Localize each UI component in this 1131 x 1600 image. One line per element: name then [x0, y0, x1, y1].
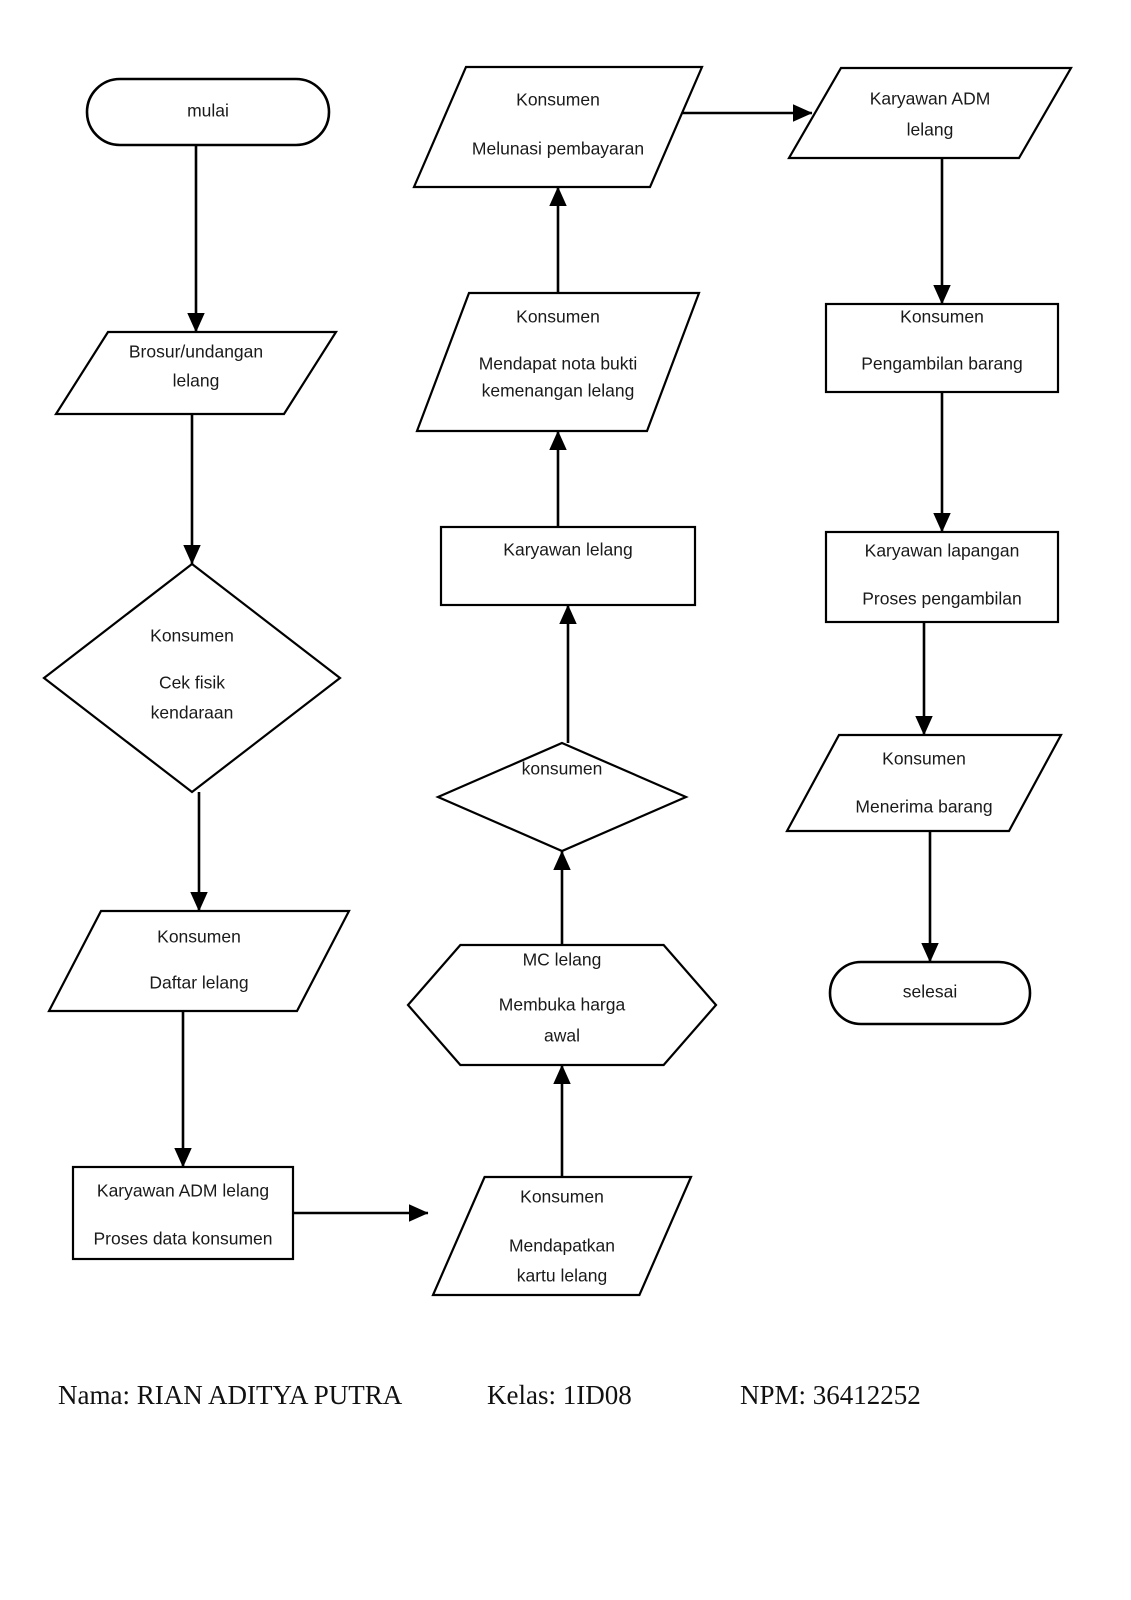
node-brosur: Brosur/undangan lelang — [53, 330, 339, 416]
node-karyawan-adm: Karyawan ADM lelang — [787, 66, 1073, 160]
node-shape-rectangle — [71, 1165, 295, 1261]
node-shape-rectangle — [824, 530, 1060, 624]
node-label: Daftar lelang — [149, 973, 248, 993]
node-label: kendaraan — [151, 703, 234, 723]
node-shape-parallelogram — [47, 909, 351, 1013]
node-label: Karyawan lapangan — [865, 541, 1020, 561]
node-shape-rectangle — [824, 302, 1060, 394]
node-karyawan-lelang: Karyawan lelang — [439, 525, 697, 607]
footer: Nama: RIAN ADITYA PUTRA Kelas: 1ID08 NPM… — [0, 1372, 1131, 1422]
footer-nama: Nama: RIAN ADITYA PUTRA — [58, 1380, 403, 1410]
edges-layer — [174, 104, 951, 1222]
node-label: Karyawan ADM — [870, 89, 991, 109]
footer-npm: NPM: 36412252 — [740, 1380, 921, 1410]
node-mulai: mulai — [85, 77, 331, 147]
node-label: Konsumen — [520, 1187, 604, 1207]
node-label: kemenangan lelang — [482, 381, 635, 401]
node-selesai: selesai — [828, 960, 1032, 1026]
node-label: Konsumen — [150, 626, 234, 646]
node-label: Cek fisik — [159, 673, 225, 693]
node-label: Membuka harga — [499, 995, 626, 1015]
node-shape-parallelogram — [787, 66, 1073, 160]
node-label: Brosur/undangan — [129, 342, 263, 362]
node-label: Karyawan lelang — [503, 540, 632, 560]
node-label: Pengambilan barang — [861, 354, 1023, 374]
node-konsumen-diamond: konsumen — [435, 741, 689, 853]
node-label: mulai — [187, 101, 229, 121]
node-label: Mendapat nota bukti — [479, 354, 638, 374]
node-shape-terminator — [828, 960, 1032, 1026]
node-shape-parallelogram — [53, 330, 339, 416]
node-label: MC lelang — [523, 950, 602, 970]
node-label: Karyawan ADM lelang — [97, 1181, 269, 1201]
node-label: Konsumen — [157, 927, 241, 947]
node-shape-hexagon — [406, 943, 718, 1067]
node-label: Melunasi pembayaran — [472, 139, 644, 159]
footer-kelas: Kelas: 1ID08 — [487, 1380, 632, 1410]
node-label: Mendapatkan — [509, 1236, 615, 1256]
node-label: Konsumen — [900, 307, 984, 327]
node-label: Konsumen — [516, 90, 600, 110]
node-shape-parallelogram — [415, 291, 701, 433]
node-shape-terminator — [85, 77, 331, 147]
node-shape-rectangle — [439, 525, 697, 607]
node-label: Proses data konsumen — [94, 1229, 273, 1249]
node-shape-diamond — [435, 741, 689, 853]
node-label: Konsumen — [882, 749, 966, 769]
node-label: Konsumen — [516, 307, 600, 327]
node-label: lelang — [907, 120, 954, 140]
node-shape-parallelogram — [412, 65, 704, 189]
node-label: kartu lelang — [517, 1266, 607, 1286]
node-label: konsumen — [522, 759, 603, 779]
node-shape-parallelogram — [431, 1175, 693, 1297]
node-label: Menerima barang — [855, 797, 992, 817]
node-label: selesai — [903, 982, 957, 1002]
node-label: lelang — [173, 371, 220, 391]
node-label: awal — [544, 1026, 580, 1046]
node-shape-parallelogram — [785, 733, 1063, 833]
node-shape-diamond — [42, 562, 342, 794]
node-label: Proses pengambilan — [862, 589, 1022, 609]
